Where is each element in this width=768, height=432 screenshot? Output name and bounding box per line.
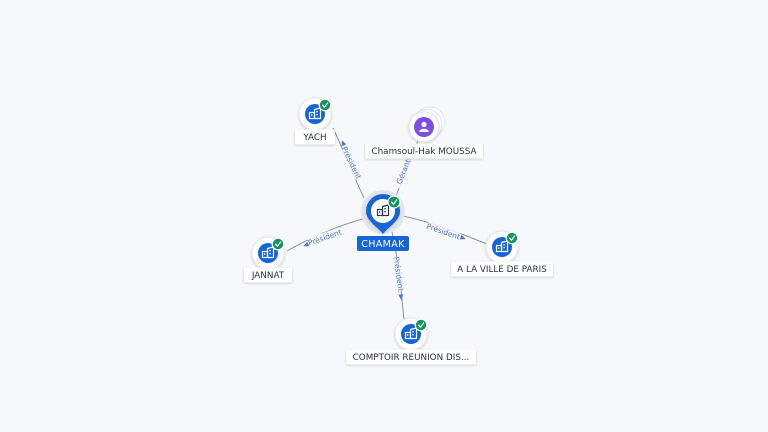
node-label: Chamsoul-Hak MOUSSA xyxy=(365,143,483,159)
node-label-text: JANNAT xyxy=(251,271,285,281)
edge-0: Président xyxy=(332,127,365,199)
edge-3: Président xyxy=(402,215,488,245)
center-label: CHAMAK xyxy=(357,236,409,251)
node-yach[interactable]: YACH xyxy=(295,97,335,145)
center-label-text: CHAMAK xyxy=(361,239,405,250)
verified-check-icon xyxy=(505,231,519,245)
center-node[interactable]: CHAMAK xyxy=(357,190,409,251)
node-label-text: COMPTOIR REUNION DIS... xyxy=(353,353,470,363)
edge-4: Président xyxy=(391,231,406,321)
node-label: YACH xyxy=(295,129,335,145)
edge-label: Président xyxy=(425,222,461,242)
edge-2: Président xyxy=(286,217,367,252)
node-label: A LA VILLE DE PARIS xyxy=(451,261,553,277)
verified-check-icon xyxy=(387,195,401,209)
edge-arrow xyxy=(303,241,310,247)
node-jannat[interactable]: JANNAT xyxy=(244,236,292,283)
center-layer: CHAMAK xyxy=(357,190,409,251)
edge-arrow xyxy=(398,294,404,300)
node-label-text: A LA VILLE DE PARIS xyxy=(457,265,547,275)
node-label: JANNAT xyxy=(244,267,292,283)
node-label: COMPTOIR REUNION DIS... xyxy=(346,349,476,365)
edge-label: Gérant xyxy=(395,158,413,185)
node-label-text: Chamsoul-Hak MOUSSA xyxy=(371,147,476,157)
node-moussa[interactable]: Chamsoul-Hak MOUSSA xyxy=(365,106,483,159)
edge-label: Président xyxy=(340,145,363,180)
edge-label: Président xyxy=(307,228,343,248)
edge-arrow xyxy=(341,140,347,147)
verified-check-icon xyxy=(318,98,332,112)
verified-check-icon xyxy=(271,237,285,251)
node-label-text: YACH xyxy=(302,133,326,143)
edge-arrow xyxy=(459,234,466,240)
node-comptoir[interactable]: COMPTOIR REUNION DIS... xyxy=(346,317,476,365)
verified-check-icon xyxy=(414,318,428,332)
nodes-layer: YACH Chamsoul-Hak MOUSSA JANNAT A LA VILLE … xyxy=(244,97,553,365)
person-icon xyxy=(419,121,429,132)
node-paris[interactable]: A LA VILLE DE PARIS xyxy=(451,230,553,277)
